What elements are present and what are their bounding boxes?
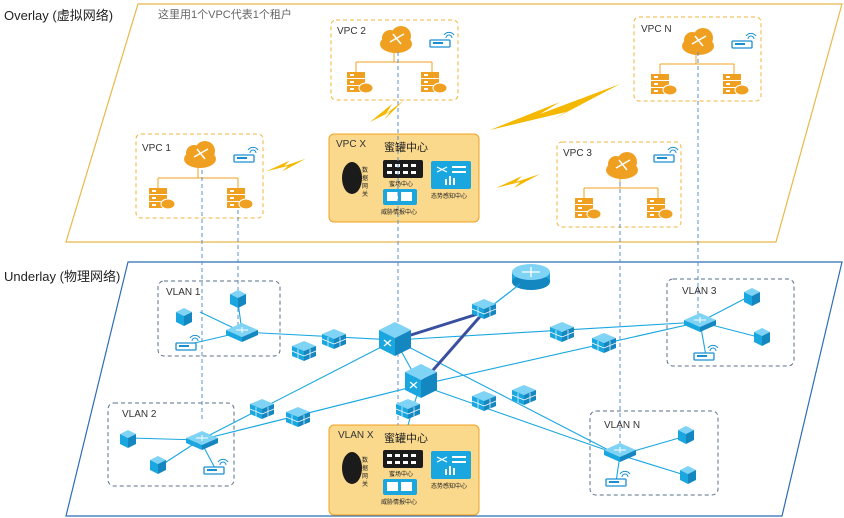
vlan-x-gateway-icon bbox=[342, 452, 362, 484]
vpc-label: VPC 2 bbox=[337, 26, 366, 37]
attack-bolt-icon bbox=[490, 84, 620, 130]
vpc-x-gateway-icon bbox=[342, 162, 362, 194]
vlan-1-box bbox=[157, 280, 281, 357]
vlan-n-box bbox=[589, 410, 719, 496]
underlay-title: Underlay (物理网络) bbox=[4, 269, 121, 284]
vpc-2-box bbox=[330, 19, 459, 101]
vpc-x-intel-label: 威胁情报中心 bbox=[381, 210, 418, 216]
vlan-x-site-label: 蜜场中心 bbox=[389, 472, 414, 478]
vpc-x-site-icon bbox=[383, 160, 423, 178]
overlay-title: Overlay (虚拟网络) bbox=[4, 8, 114, 23]
vlan-label: VLAN 3 bbox=[682, 286, 717, 297]
vpc-3-box bbox=[556, 141, 682, 228]
vpc-2-tree bbox=[355, 50, 433, 72]
edge-router-icon bbox=[512, 264, 550, 290]
vlan-2-box bbox=[107, 402, 235, 487]
vlan-x-site-icon bbox=[383, 450, 423, 468]
vlan-x-label: VLAN X bbox=[338, 430, 374, 441]
overlay-underlay-mapping-lines bbox=[201, 52, 699, 445]
vpc-n-box bbox=[633, 16, 762, 102]
vlan-x-intel-label: 威胁情报中心 bbox=[381, 500, 418, 506]
vpc-x-label: VPC X bbox=[336, 139, 367, 150]
vpc-x-gateway-label: 数据网关 bbox=[362, 168, 369, 198]
overlay-plane bbox=[65, 3, 843, 243]
vlan-label: VLAN 2 bbox=[122, 409, 157, 420]
vlan-x-center-label: 蜜罐中心 bbox=[384, 433, 428, 445]
attack-bolt-icon bbox=[370, 100, 404, 122]
vpc-label: VPC 3 bbox=[563, 148, 592, 159]
vlan-x-box bbox=[328, 424, 480, 516]
vlan-x-situation-label: 态势感知中心 bbox=[431, 484, 468, 490]
vlan-3-box bbox=[666, 278, 795, 367]
overlay-note: 这里用1个VPC代表1个租户 bbox=[158, 9, 292, 21]
vlan-x-gateway-label: 数据网关 bbox=[362, 458, 369, 488]
vpc-x-site-label: 蜜场中心 bbox=[389, 182, 414, 188]
vpc-1-box bbox=[135, 133, 264, 219]
network-links bbox=[129, 295, 763, 483]
vpc-label: VPC N bbox=[641, 24, 672, 35]
vpc-n-tree bbox=[659, 52, 735, 74]
vpc-label: VPC 1 bbox=[142, 143, 171, 154]
vpc-1-tree bbox=[157, 166, 239, 188]
vpc-x-situation-label: 态势感知中心 bbox=[431, 194, 468, 200]
vlan-label: VLAN N bbox=[604, 420, 641, 431]
vlan-label: VLAN 1 bbox=[166, 287, 201, 298]
vpc-x-center-label: 蜜罐中心 bbox=[384, 142, 428, 154]
